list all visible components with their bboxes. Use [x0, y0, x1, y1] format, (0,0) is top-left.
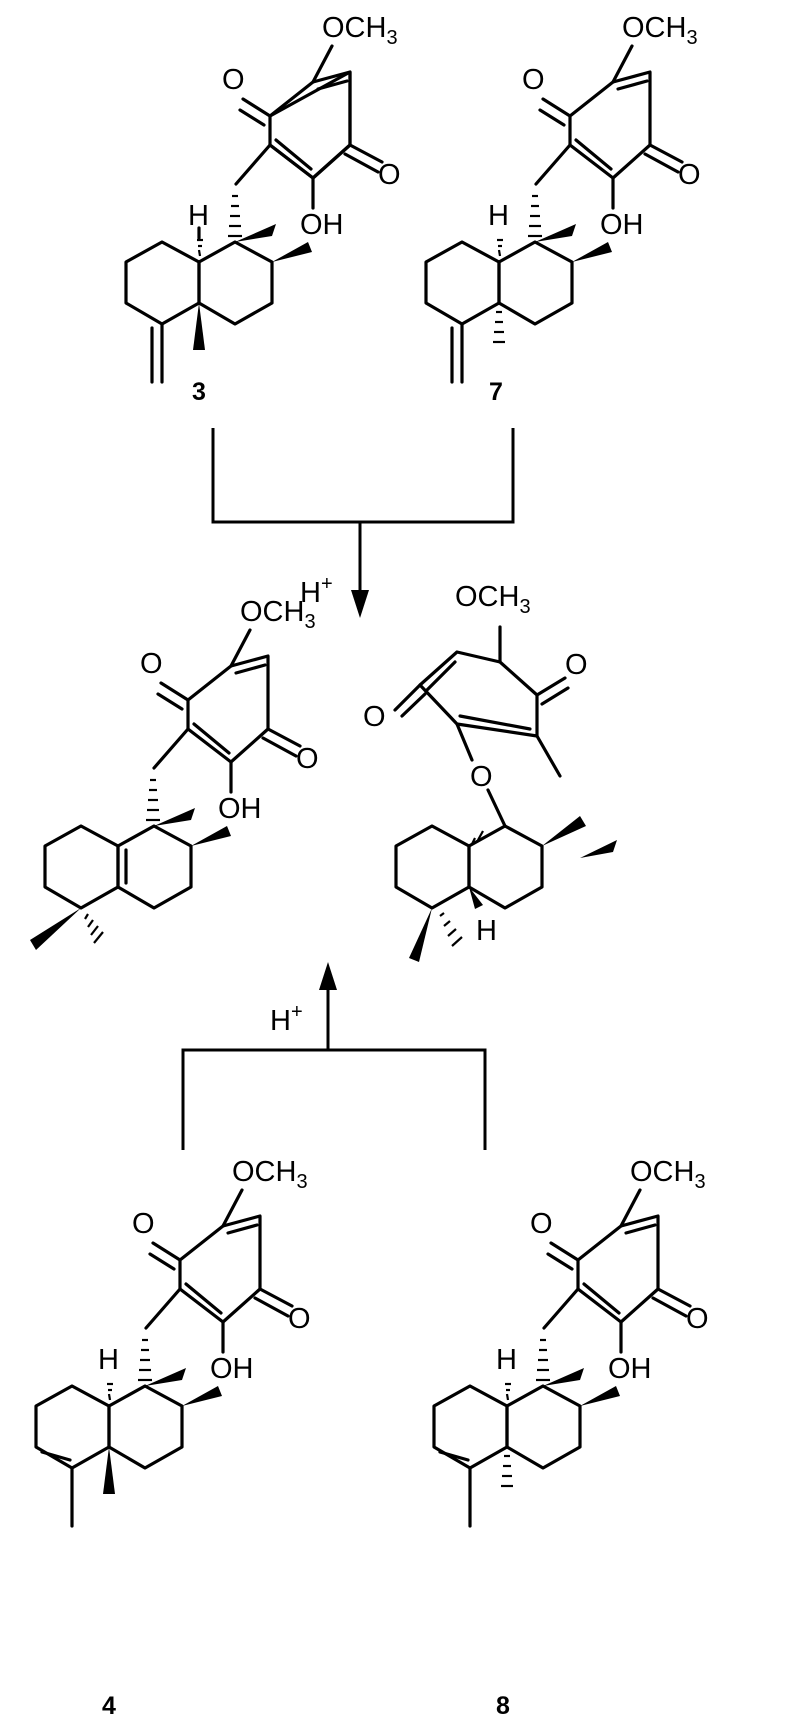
quinone-ring-bonds — [268, 70, 352, 180]
methoxy-label-7: OCH3 — [622, 12, 698, 49]
methoxy-label-3: OCH3 — [322, 12, 398, 49]
molecule-compound-7: OCH3 O O OH H 7 — [424, 12, 701, 406]
carbonyl-o-label: O — [363, 701, 386, 733]
carbonyl-o-label: O — [132, 1208, 155, 1240]
hydrogen-label: H — [98, 1344, 119, 1376]
carbonyl-o-label: O — [140, 648, 163, 680]
hydrogen-label: H — [476, 915, 497, 947]
carbonyl-o-label: O — [565, 649, 588, 681]
product-molecule-left: OCH3 O O OH — [30, 596, 319, 950]
proton-label-bottom: H+ — [270, 1001, 303, 1037]
compound-number-8: 8 — [496, 1692, 510, 1720]
hydroxyl-label: OH — [300, 209, 344, 241]
carbonyl-o-label: O — [222, 64, 245, 96]
hydrogen-label: H — [496, 1344, 517, 1376]
carbonyl-o-label: O — [378, 159, 401, 191]
proton-label-top: H+ — [300, 573, 333, 609]
methoxy-label-4: OCH3 — [232, 1156, 308, 1193]
methoxy-label-right-product: OCH3 — [455, 581, 531, 618]
compound-number-7: 7 — [489, 378, 503, 406]
carbonyl-o-label: O — [288, 1303, 311, 1335]
hydrogen-label: H — [188, 200, 209, 232]
carbonyl-o-label: O — [686, 1303, 709, 1335]
compound-number-3: 3 — [192, 378, 206, 406]
hydroxyl-label: OH — [210, 1353, 254, 1385]
hydroxyl-label: OH — [608, 1353, 652, 1385]
carbonyl-o-label: O — [530, 1208, 553, 1240]
methoxy-label-8: OCH3 — [630, 1156, 706, 1193]
carbonyl-o-label: O — [522, 64, 545, 96]
reaction-arrow-bottom: H+ — [181, 962, 487, 1150]
molecule-compound-8: OCH3 O O OH H 8 — [432, 1156, 709, 1720]
methoxy-label-left-product: OCH3 — [240, 596, 316, 633]
hydroxyl-label: OH — [600, 209, 644, 241]
hydrogen-label: H — [488, 200, 509, 232]
molecule-compound-4: OCH3 O O OH H 4 — [34, 1156, 311, 1720]
carbonyl-o-label: O — [296, 743, 319, 775]
carbonyl-o-label: O — [678, 159, 701, 191]
product-molecule-right: OCH3 O O O H — [363, 581, 617, 962]
ether-o-label: O — [470, 761, 493, 793]
hydroxyl-label: OH — [218, 793, 262, 825]
molecule-compound-3: OCH3 O O OH H 3 — [124, 12, 401, 406]
compound-number-4: 4 — [102, 1692, 116, 1720]
reaction-arrow-top: H+ — [211, 428, 515, 618]
